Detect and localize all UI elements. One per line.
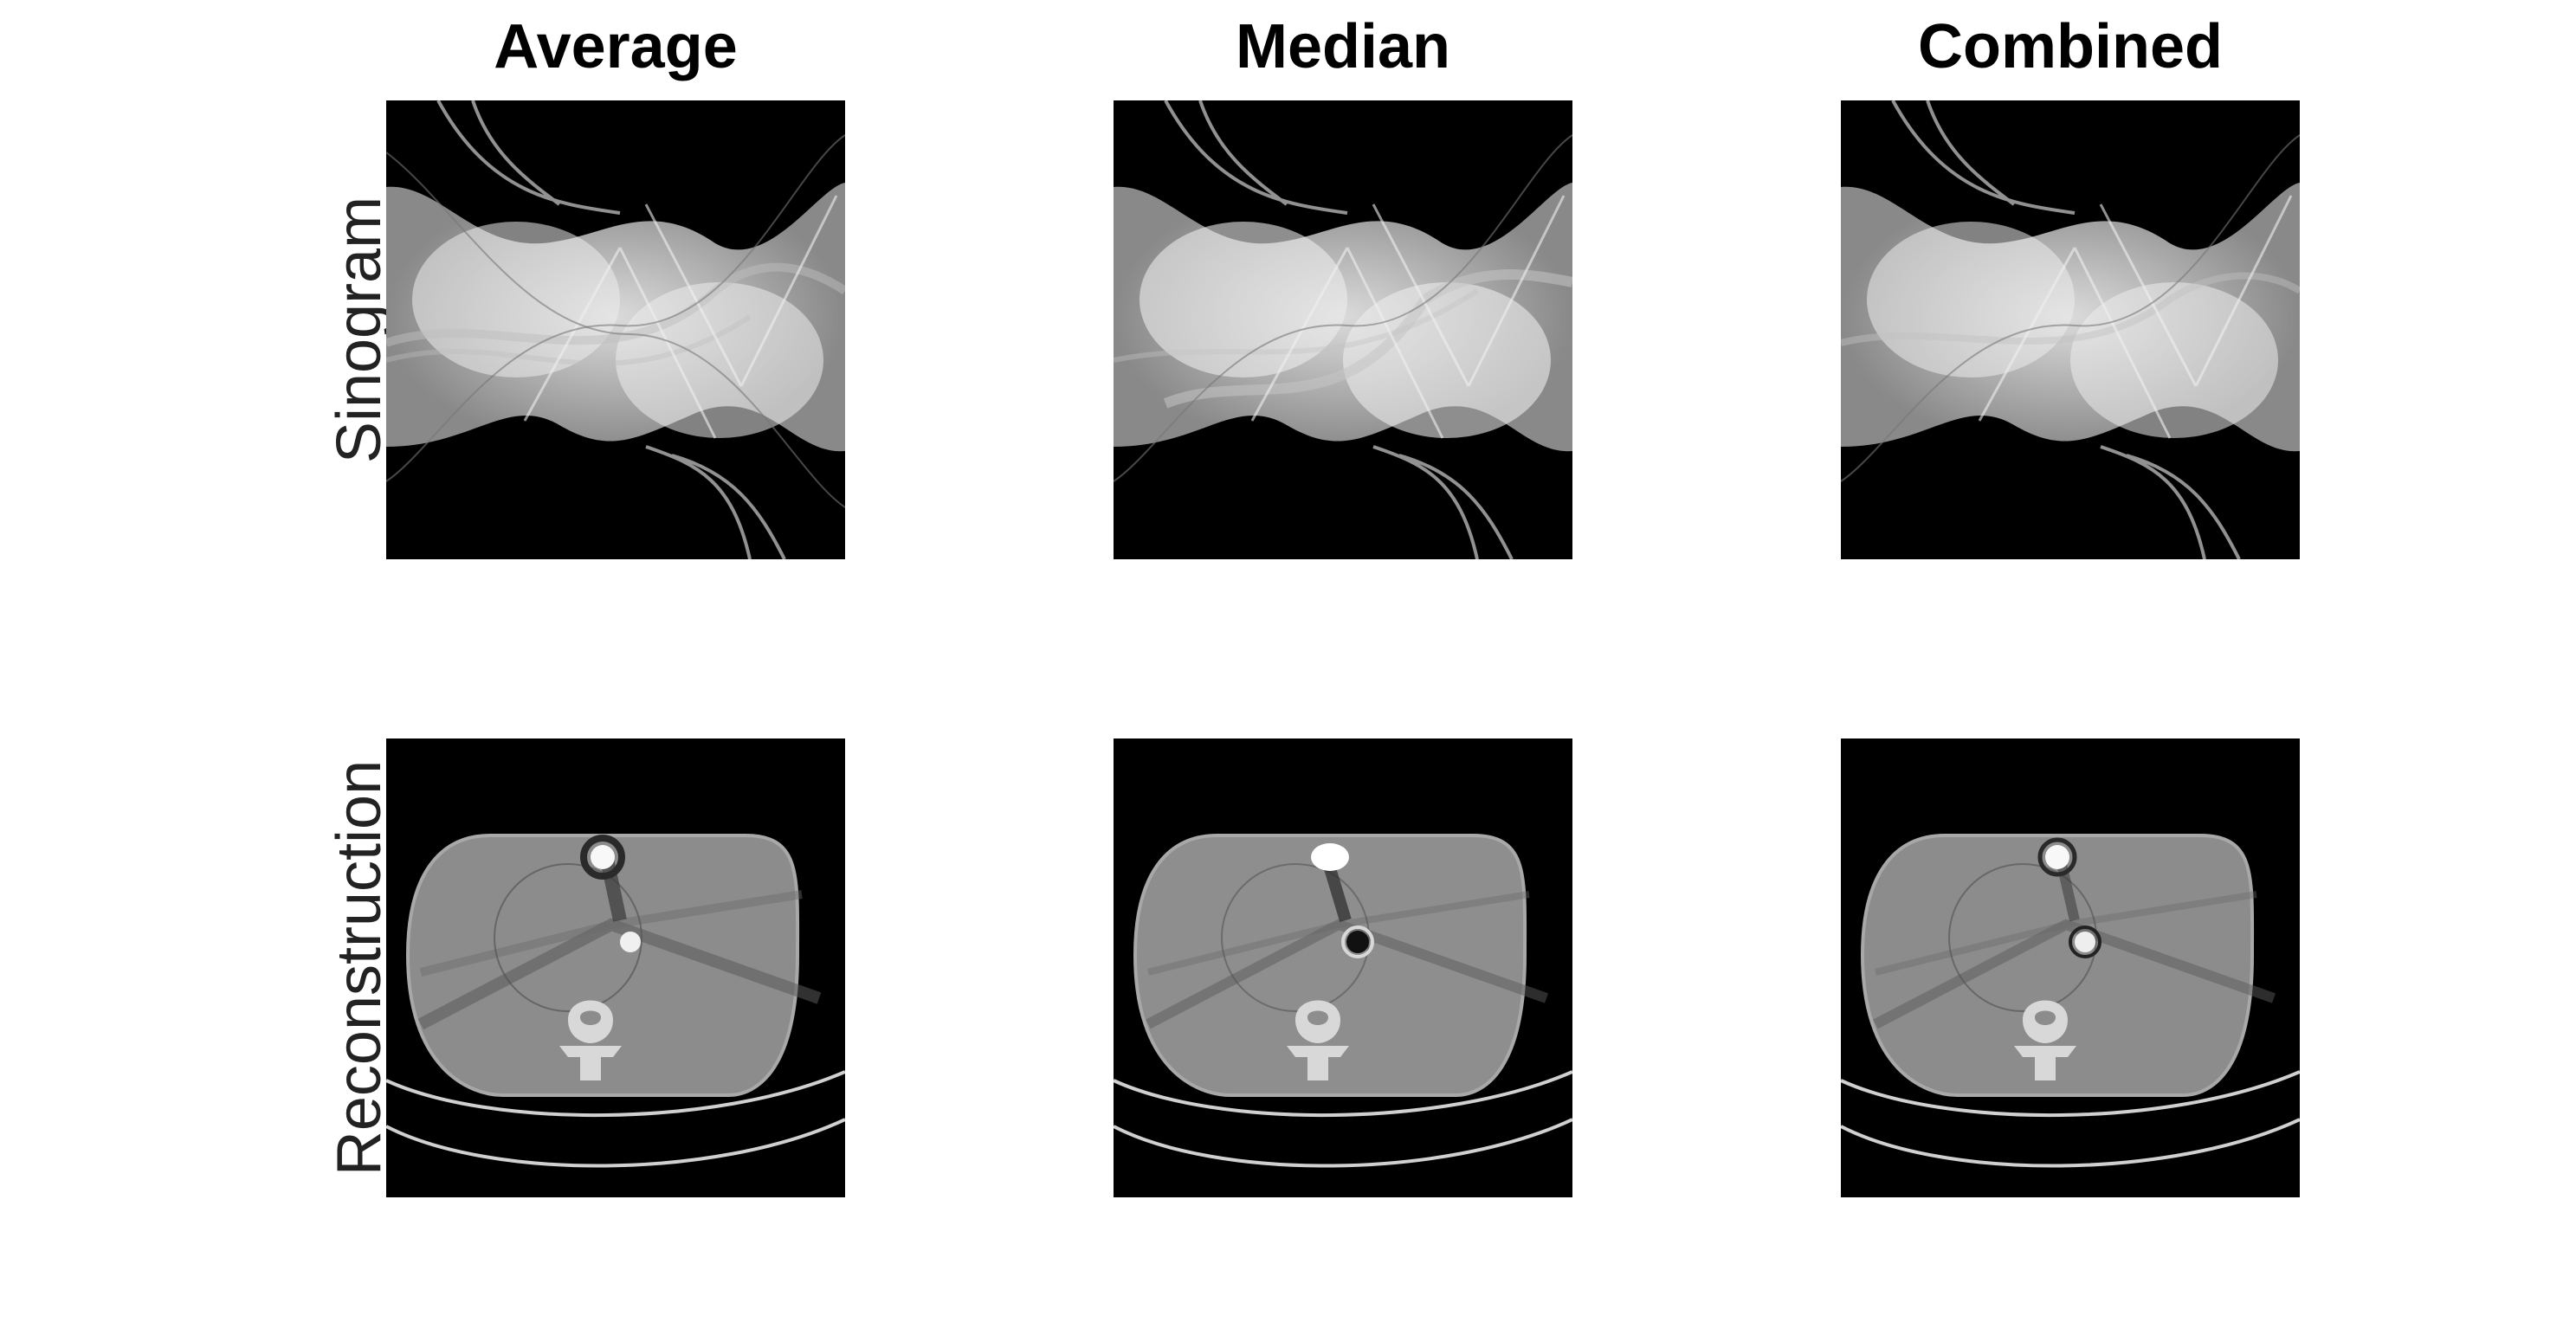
row-label-sinogram: Sinogram [325, 196, 394, 464]
sinogram-image-median [1114, 100, 1572, 559]
ct-reconstruction-image-median [1114, 834, 1572, 1168]
sinogram-image-average [386, 100, 845, 559]
column-title-average: Average [494, 12, 738, 81]
row-label-reconstruction: Reconstruction [325, 759, 394, 1177]
column-title-combined: Combined [1918, 12, 2223, 81]
reconstruction-panel-combined [1841, 738, 2300, 1197]
sinogram-panel-median [1114, 100, 1572, 559]
column-title-median: Median [1235, 12, 1451, 81]
reconstruction-panel-median [1114, 738, 1572, 1197]
ct-reconstruction-image-combined [1841, 834, 2300, 1168]
reconstruction-panel-average [386, 738, 845, 1197]
sinogram-panel-average [386, 100, 845, 559]
ct-reconstruction-image-average [386, 834, 845, 1168]
sinogram-image-combined [1841, 100, 2300, 559]
sinogram-panel-combined [1841, 100, 2300, 559]
